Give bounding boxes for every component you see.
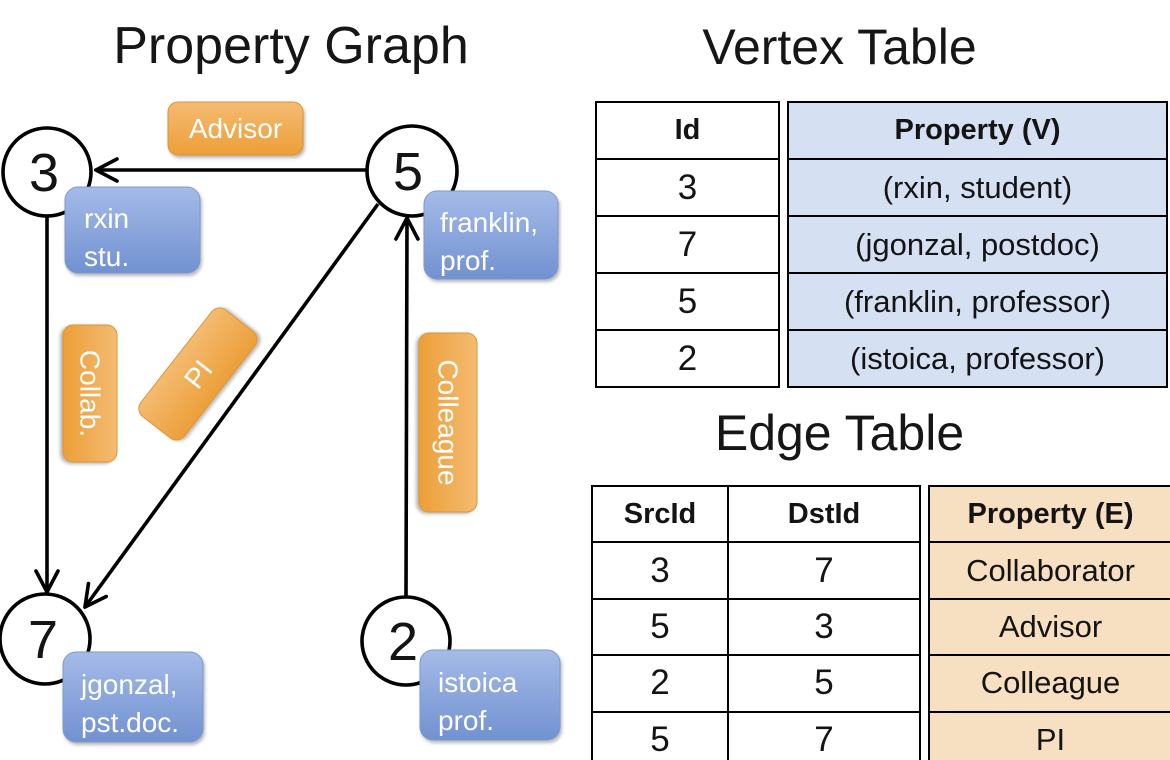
table-row: 3 [595, 158, 780, 217]
edge-table-id-columns: SrcId DstId 3 7 5 3 2 5 5 7 [591, 484, 921, 760]
edge-property-cell: Advisor [928, 597, 1170, 657]
node-3-id: 3 [29, 143, 59, 203]
vertex-property-box-franklin-line1: franklin, [440, 207, 538, 238]
vertex-property-box-istoica-line1: istoica [438, 667, 518, 698]
vertex-property-box-jgonzal-line2: pst.doc. [81, 707, 179, 738]
edge-label-pi-box [138, 307, 258, 441]
vertex-id-cell: 3 [595, 158, 780, 217]
edge-label-collab-text: Collab. [75, 350, 106, 437]
vertex-table-property-column: Property (V) (rxin, student) (jgonzal, p… [787, 101, 1168, 388]
vertex-property-box-rxin-rect [64, 186, 201, 274]
node-7-id: 7 [28, 610, 58, 670]
edge-table-src-header: SrcId [591, 484, 729, 544]
vertex-property-box-rxin-line1: rxin [84, 203, 129, 234]
edge-src-cell: 2 [591, 654, 729, 713]
vertex-table: Id 3 7 5 2 Property (V) (rxin, student) … [595, 101, 1168, 388]
edge-label-advisor-box [167, 101, 304, 156]
node-2-id: 2 [388, 612, 418, 672]
vertex-property-box-franklin: franklin, prof. [423, 190, 559, 280]
table-row: 5 7 [591, 710, 921, 760]
vertex-property-box-franklin-line2: prof. [440, 245, 496, 276]
table-row: Colleague [928, 654, 1170, 713]
vertex-property-cell: (jgonzal, postdoc) [787, 215, 1168, 274]
edge-label-collab-box [62, 324, 118, 463]
edge-label-advisor-text: Advisor [189, 113, 282, 144]
table-row: PI [928, 710, 1170, 760]
edge-table: SrcId DstId 3 7 5 3 2 5 5 7 Property (E)… [591, 484, 1170, 760]
table-row: (istoica, professor) [787, 329, 1168, 388]
vertex-property-cell: (istoica, professor) [787, 329, 1168, 388]
edge-dst-cell: 7 [727, 541, 921, 600]
edge-label-advisor: Advisor [167, 101, 304, 156]
edge-property-cell: Collaborator [928, 541, 1170, 600]
vertex-id-cell: 7 [595, 215, 780, 274]
edge-table-title: Edge Table [714, 405, 965, 461]
vertex-property-cell: (rxin, student) [787, 158, 1168, 217]
property-graph-diagram: Advisor Collab. PI Colleague 3 5 7 [0, 101, 561, 743]
vertex-table-title: Vertex Table [702, 19, 977, 75]
property-graph-title: Property Graph [113, 17, 469, 75]
vertex-property-box-jgonzal-line1: jgonzal, [80, 669, 178, 700]
vertex-table-id-header: Id [595, 101, 780, 160]
edge-label-collab: Collab. [62, 324, 118, 463]
edge-src-cell: 5 [591, 710, 729, 760]
table-row: 2 [595, 329, 780, 388]
vertex-property-box-jgonzal-rect [62, 651, 204, 743]
table-row: (jgonzal, postdoc) [787, 215, 1168, 274]
table-row: 5 [595, 272, 780, 331]
table-row: (franklin, professor) [787, 272, 1168, 331]
table-row: 7 [595, 215, 780, 274]
edge-table-property-column: Property (E) Collaborator Advisor Collea… [928, 484, 1170, 760]
edge-src-cell: 3 [591, 541, 729, 600]
edge-table-dst-header: DstId [727, 484, 921, 544]
table-row: 5 3 [591, 597, 921, 657]
edge-label-colleague-text: Colleague [433, 359, 464, 485]
vertex-table-property-header: Property (V) [787, 101, 1168, 160]
edge-pi-5-to-7 [85, 202, 380, 607]
table-row: Advisor [928, 597, 1170, 657]
edge-colleague-2-to-5 [406, 218, 407, 599]
vertex-property-box-rxin: rxin stu. [64, 186, 201, 274]
edge-label-colleague-box [418, 332, 478, 513]
edge-table-property-header: Property (E) [928, 484, 1170, 544]
table-row: (rxin, student) [787, 158, 1168, 217]
edge-src-cell: 5 [591, 597, 729, 657]
edge-property-cell: Colleague [928, 654, 1170, 713]
edge-dst-cell: 5 [727, 654, 921, 713]
vertex-id-cell: 2 [595, 329, 780, 388]
table-row: 2 5 [591, 654, 921, 713]
edge-dst-cell: 3 [727, 597, 921, 657]
vertex-property-box-istoica-line2: prof. [438, 705, 494, 736]
edge-label-colleague: Colleague [418, 332, 478, 513]
table-row: 3 7 [591, 541, 921, 600]
edge-property-cell: PI [928, 710, 1170, 760]
vertex-table-id-column: Id 3 7 5 2 [595, 101, 780, 388]
edge-label-pi: PI [138, 307, 258, 441]
edge-dst-cell: 7 [727, 710, 921, 760]
vertex-property-box-rxin-line2: stu. [84, 241, 129, 272]
table-row: Collaborator [928, 541, 1170, 600]
node-5-id: 5 [393, 142, 423, 202]
vertex-id-cell: 5 [595, 272, 780, 331]
vertex-property-box-istoica-rect [419, 649, 561, 741]
vertex-property-box-istoica: istoica prof. [419, 649, 561, 741]
vertex-property-cell: (franklin, professor) [787, 272, 1168, 331]
vertex-property-box-franklin-rect [423, 190, 559, 280]
vertex-property-box-jgonzal: jgonzal, pst.doc. [62, 651, 204, 743]
